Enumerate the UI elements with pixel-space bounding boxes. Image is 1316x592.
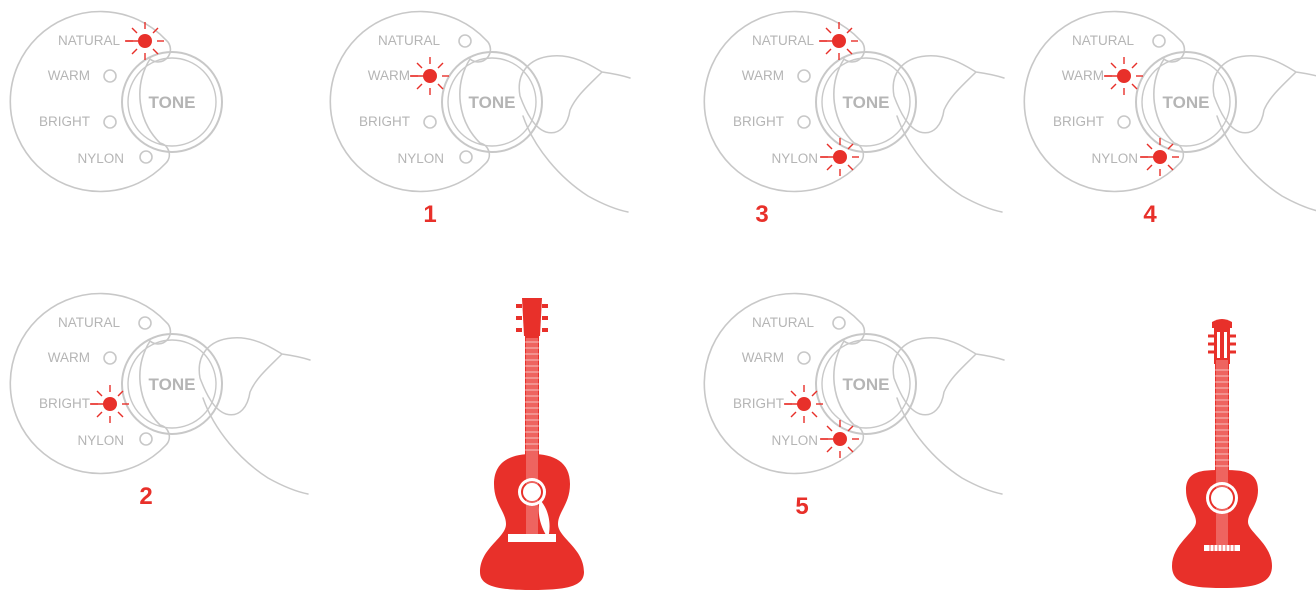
tone-control-outline [9,10,172,193]
led-warm [103,351,117,365]
led-bright [1117,115,1131,129]
led-nylon [459,150,473,164]
panel-step-4: TONE NATURAL WARM BRIGHT NYLON [1023,10,1316,212]
tone-button[interactable]: TONE [1135,51,1237,153]
led-natural [138,316,152,330]
tone-control-outline [9,292,172,475]
label-nylon: NYLON [397,151,444,166]
led-bright [797,115,811,129]
label-natural: NATURAL [378,33,441,48]
finger-icon [892,337,1005,495]
label-warm: WARM [1062,68,1104,83]
panel-step-5: TONE NATURAL WARM BRIGHT NYLON [703,292,1005,495]
tone-panels: TONE NATURAL WARM BRIGHT NYLON TONE NATURAL WAR… [9,10,1316,520]
label-bright: BRIGHT [39,114,90,129]
label-warm: WARM [742,350,784,365]
label-nylon: NYLON [771,151,818,166]
label-natural: NATURAL [752,33,815,48]
led-natural [1152,34,1166,48]
label-bright: BRIGHT [39,396,90,411]
led-bright [423,115,437,129]
step-number: 2 [139,483,152,510]
label-warm: WARM [48,350,90,365]
tone-button[interactable]: TONE [121,333,223,435]
panel-step-1: TONE NATURAL WARM BRIGHT NYLON [329,10,631,213]
label-nylon: NYLON [77,151,124,166]
led-natural [458,34,472,48]
tone-button-label: TONE [1163,93,1210,112]
finger-icon [518,55,631,213]
tone-button[interactable]: TONE [441,51,543,153]
label-nylon: NYLON [1091,151,1138,166]
label-natural: NATURAL [58,33,121,48]
led-warm-lit [1104,57,1143,95]
led-warm [797,69,811,83]
tone-button-label: TONE [843,93,890,112]
finger-icon [1212,55,1316,212]
led-bright [103,115,117,129]
led-natural-lit [819,22,858,60]
led-warm [103,69,117,83]
led-warm-lit [410,57,449,95]
label-warm: WARM [48,68,90,83]
label-nylon: NYLON [771,433,818,448]
tone-control-outline [1023,10,1186,193]
panel-step-2: TONE NATURAL WARM BRIGHT NYLON [9,292,311,495]
label-natural: NATURAL [1072,33,1135,48]
led-natural-lit [125,22,164,60]
led-warm [797,351,811,365]
tone-button-label: TONE [843,375,890,394]
step-number: 4 [1143,201,1157,228]
label-bright: BRIGHT [733,396,784,411]
led-nylon-lit [820,420,859,458]
led-nylon [139,150,153,164]
label-natural: NATURAL [752,315,815,330]
label-warm: WARM [368,68,410,83]
acoustic-guitar-icon [480,298,584,590]
step-number: 3 [755,201,768,228]
guitar-illustrations [480,298,1272,590]
tone-control-outline [703,292,866,475]
tone-button-label: TONE [149,375,196,394]
tone-control-outline [703,10,866,193]
tone-button[interactable]: TONE [815,51,917,153]
label-nylon: NYLON [77,433,124,448]
finger-icon [198,337,311,495]
tone-button[interactable]: TONE [815,333,917,435]
step-number: 5 [795,493,808,520]
tone-control-outline [329,10,492,193]
finger-icon [892,55,1005,213]
label-bright: BRIGHT [733,114,784,129]
led-bright-lit [784,385,823,423]
panel-initial: TONE NATURAL WARM BRIGHT NYLON [9,10,223,193]
tone-button[interactable]: TONE [121,51,223,153]
led-natural [832,316,846,330]
step-number: 1 [423,201,436,228]
label-bright: BRIGHT [1053,114,1104,129]
led-nylon-lit [1140,138,1179,176]
label-natural: NATURAL [58,315,121,330]
label-bright: BRIGHT [359,114,410,129]
tone-button-label: TONE [149,93,196,112]
led-bright-lit [90,385,129,423]
label-warm: WARM [742,68,784,83]
panel-step-3: TONE NATURAL WARM BRIGHT NYLON [703,10,1005,213]
led-nylon-lit [820,138,859,176]
classical-guitar-icon [1172,319,1272,588]
tone-button-label: TONE [469,93,516,112]
led-nylon [139,432,153,446]
